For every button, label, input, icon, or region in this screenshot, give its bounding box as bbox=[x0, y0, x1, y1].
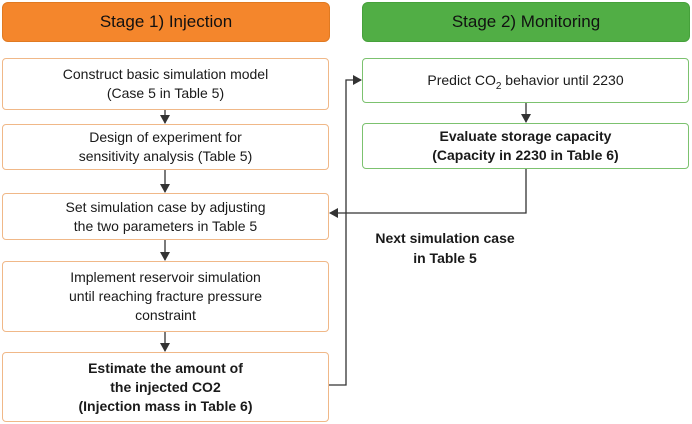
box-line: constraint bbox=[135, 307, 196, 323]
box-line: (Case 5 in Table 5) bbox=[106, 85, 225, 101]
stage2-title: Stage 2) Monitoring bbox=[451, 12, 601, 31]
note-line: in Table 5 bbox=[413, 250, 477, 266]
box-line: the two parameters in Table 5 bbox=[73, 217, 258, 234]
construct-model-box: Construct basic simulation model (Case 5… bbox=[2, 58, 329, 110]
stage2-header: Stage 2) Monitoring bbox=[362, 2, 690, 42]
box-line: Design of experiment for bbox=[89, 129, 242, 145]
box-line: until reaching fracture pressure bbox=[69, 288, 262, 304]
predict-text: Predict CO2 behavior until 2230 bbox=[427, 71, 624, 92]
stage1-header: Stage 1) Injection bbox=[2, 2, 330, 42]
arrow-estimate-to-predict bbox=[329, 75, 362, 386]
box-line: Set simulation case by adjusting bbox=[65, 198, 266, 215]
estimate-injection-box: Estimate the amount of the injected CO2 … bbox=[2, 352, 329, 422]
next-case-label: Next simulation case in Table 5 bbox=[350, 228, 540, 268]
box-line: Evaluate storage capacity bbox=[439, 128, 612, 144]
arrow-evaluate-to-set bbox=[329, 169, 527, 218]
evaluate-capacity-box: Evaluate storage capacity (Capacity in 2… bbox=[362, 123, 689, 169]
design-experiment-box: Design of experiment for sensitivity ana… bbox=[2, 124, 329, 170]
implement-simulation-box: Implement reservoir simulation until rea… bbox=[2, 261, 329, 332]
predict-suffix: behavior until 2230 bbox=[501, 72, 624, 88]
predict-co2-box: Predict CO2 behavior until 2230 bbox=[362, 58, 689, 103]
set-simulation-case-box: Set simulation case by adjusting the two… bbox=[2, 193, 329, 240]
box-line: the injected CO2 bbox=[110, 378, 221, 395]
box-line: (Capacity in 2230 in Table 6) bbox=[432, 147, 619, 163]
note-line: Next simulation case bbox=[375, 230, 515, 246]
co2-subscript: 2 bbox=[495, 80, 502, 92]
box-line: Implement reservoir simulation bbox=[70, 269, 261, 285]
box-line: Construct basic simulation model bbox=[62, 66, 269, 82]
box-line: (Injection mass in Table 6) bbox=[78, 397, 253, 414]
box-line: Estimate the amount of bbox=[88, 359, 243, 376]
box-line: sensitivity analysis (Table 5) bbox=[78, 148, 253, 164]
predict-prefix: Predict CO bbox=[427, 72, 496, 88]
stage1-title: Stage 1) Injection bbox=[99, 12, 233, 31]
